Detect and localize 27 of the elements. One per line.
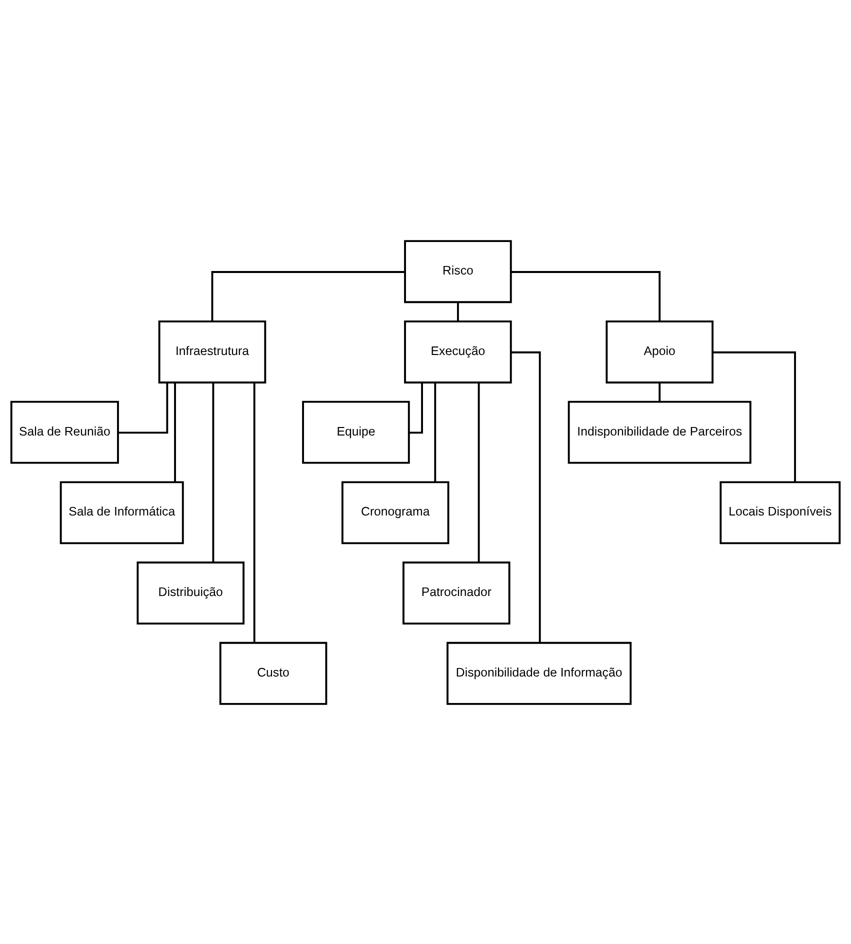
connector: [212, 382, 214, 562]
connector: [456, 302, 459, 321]
connector: [434, 382, 436, 482]
node-box: Custo: [219, 641, 328, 704]
node-box: Sala de Informática: [60, 480, 184, 544]
connector: [478, 382, 480, 562]
node-box: Infraestrutura: [158, 320, 266, 383]
connector: [658, 382, 661, 402]
node-box: Disponibilidade de Informação: [446, 641, 632, 704]
node-box: Patrocinador: [402, 561, 510, 624]
connector: [510, 270, 661, 321]
node-box: Indisponibilidade de Parceiros: [568, 400, 752, 464]
connector: [712, 350, 796, 482]
connector: [510, 350, 541, 642]
node-box: Execução: [404, 320, 512, 383]
connector: [174, 382, 176, 482]
node-box: Cronograma: [341, 480, 450, 544]
node-box: Locais Disponíveis: [720, 480, 841, 544]
node-box: Risco: [404, 240, 512, 303]
connector: [408, 382, 423, 434]
node-box: Sala de Reunião: [10, 400, 119, 464]
connector: [253, 382, 256, 642]
connector: [118, 382, 168, 434]
node-box: Equipe: [302, 400, 410, 464]
node-box: Apoio: [606, 320, 714, 383]
connector: [211, 270, 405, 321]
node-box: Distribuição: [136, 561, 244, 624]
